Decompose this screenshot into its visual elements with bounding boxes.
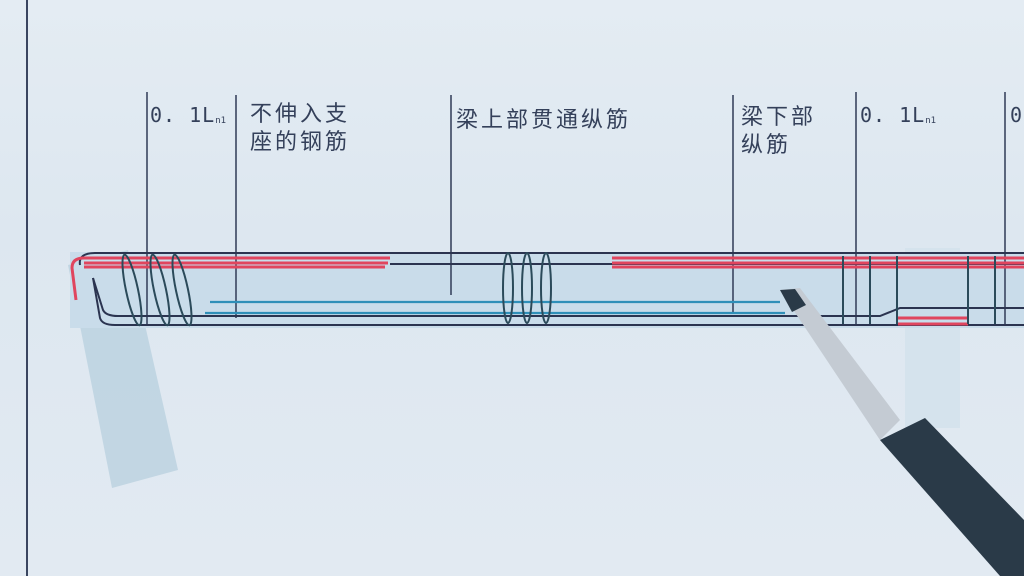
right-length-label: 0. 1Ln1	[860, 103, 937, 127]
stirrups	[121, 252, 996, 327]
pencil-icon	[780, 288, 1024, 576]
bottom-bars-label: 梁下部 纵筋	[741, 105, 817, 158]
dimension-lines	[146, 92, 1006, 325]
left-length-label: 0. 1Ln1	[150, 103, 227, 127]
not-into-support-label: 不伸入支 座的钢筋	[250, 102, 351, 155]
bottom-bars	[205, 300, 785, 315]
far-right-label: 0	[1010, 103, 1024, 127]
top-support-bars	[70, 256, 1024, 326]
top-through-bars-label: 梁上部贯通纵筋	[456, 108, 632, 133]
